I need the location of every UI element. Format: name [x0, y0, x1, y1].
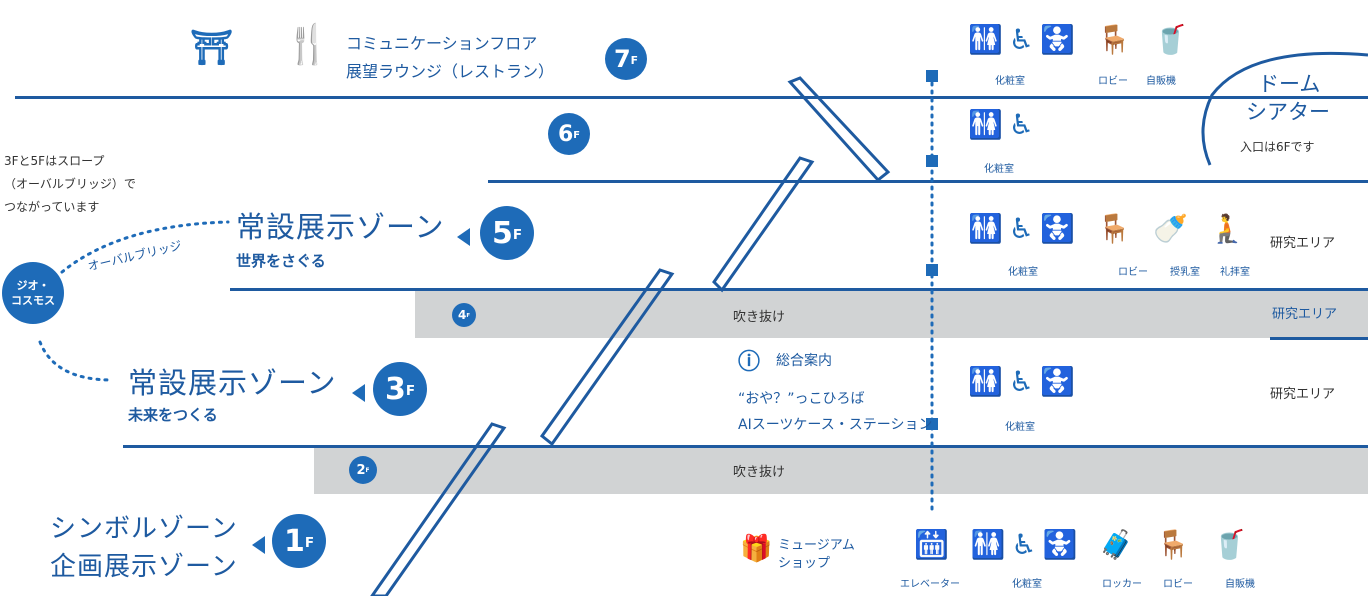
prayer-5f: 礼拝室	[1220, 267, 1250, 278]
elevator-stop-6f	[926, 155, 938, 167]
geo-line1: ジオ・	[16, 279, 50, 292]
restroom-3f: 化粧室	[1005, 422, 1035, 433]
info-icon: ⓘ	[738, 350, 761, 375]
floor-suffix: F	[573, 130, 581, 142]
elevator-1f: エレベーター	[900, 579, 960, 590]
gift-icon: 🎁	[740, 534, 773, 564]
fork-knife-icon: 🍴	[284, 22, 332, 66]
atrium-label-4f: 吹き抜け	[733, 310, 786, 325]
research-5f: 研究エリア	[1270, 236, 1336, 251]
facility-icons-3f: 🚻♿🚼	[968, 365, 1081, 398]
top-line2: 展望ラウンジ（レストラン）	[346, 62, 555, 81]
bridge-dots-lower	[38, 340, 114, 382]
escalator-7f-6f	[787, 76, 891, 183]
floor-line-3f	[123, 445, 1368, 448]
dome-entry: 入口は6Fです	[1240, 140, 1315, 154]
vending-7f: 自販機	[1146, 76, 1176, 87]
lobby-7f: ロビー	[1098, 76, 1128, 87]
elevator-stop-7f	[926, 70, 938, 82]
top-line1: コミュニケーションフロア	[346, 34, 538, 53]
zone3-title: 常設展示ゾーン	[128, 366, 337, 400]
floor-line-6f	[488, 180, 1368, 183]
arrow-3f	[352, 384, 365, 402]
bridge-icon: ⛩	[190, 28, 234, 68]
floor-number: 3	[384, 371, 406, 407]
f3-station-label: AIスーツケース・ステーション	[738, 417, 933, 433]
atrium-label-2f: 吹き抜け	[733, 465, 786, 480]
floor-suffix: F	[630, 54, 639, 68]
dome-arc	[1201, 51, 1368, 166]
shop-line2: ショップ	[778, 556, 831, 571]
floor-number: 2	[356, 462, 366, 478]
bridge-dots-upper	[60, 220, 230, 274]
shop-line1: ミュージアム	[778, 538, 855, 553]
lobby-1f: ロビー	[1163, 579, 1193, 590]
floor-suffix: F	[512, 227, 523, 244]
locker-1f: ロッカー	[1102, 579, 1142, 590]
facility-icons-1f: 🛗 🚻♿🚼 🧳 🪑 🥤	[914, 528, 1254, 561]
zone3-subtitle: 未来をつくる	[128, 406, 218, 424]
restroom-7f: 化粧室	[995, 76, 1025, 87]
arrow-5f	[457, 228, 470, 246]
elevator-stop-5f	[926, 264, 938, 276]
floor-line-4f-right	[1270, 337, 1368, 340]
facility-icons-7f: 🚻♿🚼 🪑 🥤	[968, 23, 1195, 56]
geo-cosmos-badge: ジオ・ コスモス	[2, 262, 64, 324]
floor-suffix: F	[466, 312, 471, 319]
note-line1: 3Fと5Fはスロープ	[4, 154, 105, 168]
zone5-title: 常設展示ゾーン	[236, 210, 445, 244]
research-4f: 研究エリア	[1272, 307, 1338, 322]
research-3f: 研究エリア	[1270, 387, 1336, 402]
floor-suffix: F	[365, 468, 370, 475]
facility-icons-6f: 🚻♿	[968, 108, 1040, 141]
floor-suffix: F	[304, 535, 315, 552]
vending-1f: 自販機	[1225, 579, 1255, 590]
escalator-5f-3f	[539, 268, 675, 447]
note-line3: つながっています	[4, 200, 100, 214]
f3-info-label: 総合案内	[776, 353, 832, 369]
escalator-3f-1f	[370, 422, 507, 596]
floor-number: 5	[491, 215, 513, 251]
nursing-5f: 授乳室	[1170, 267, 1200, 278]
floor-number: 1	[283, 523, 305, 559]
atrium-band-4f	[415, 291, 1368, 338]
zone5-subtitle: 世界をさぐる	[236, 252, 326, 270]
dome-line1: ドーム	[1258, 72, 1321, 96]
floor-number: 7	[613, 45, 631, 73]
lobby-5f: ロビー	[1118, 267, 1148, 278]
dome-line2: シアター	[1246, 100, 1330, 124]
restroom-5f: 化粧室	[1008, 267, 1038, 278]
facility-icons-5f: 🚻♿🚼 🪑 🍼 🧎	[968, 212, 1251, 245]
floor-line-5f	[230, 288, 1368, 291]
arrow-1f	[252, 536, 265, 554]
restroom-1f: 化粧室	[1012, 579, 1042, 590]
geo-line2: コスモス	[11, 294, 55, 307]
escalator-6f-5f	[712, 156, 815, 293]
note-line2: （オーバルブリッジ）で	[4, 177, 136, 191]
atrium-band-2f	[314, 447, 1368, 494]
floor-suffix: F	[405, 383, 416, 400]
floor-line-7f	[15, 96, 1368, 99]
zone1-title1: シンボルゾーン	[50, 514, 238, 544]
f3-kids-label: “おや？”っこひろば	[738, 391, 865, 407]
floor-number: 6	[557, 121, 574, 147]
floor-number: 4	[457, 308, 467, 322]
zone1-title2: 企画展示ゾーン	[50, 552, 238, 582]
elevator-stop-3f	[926, 418, 938, 430]
restroom-6f: 化粧室	[984, 164, 1014, 175]
